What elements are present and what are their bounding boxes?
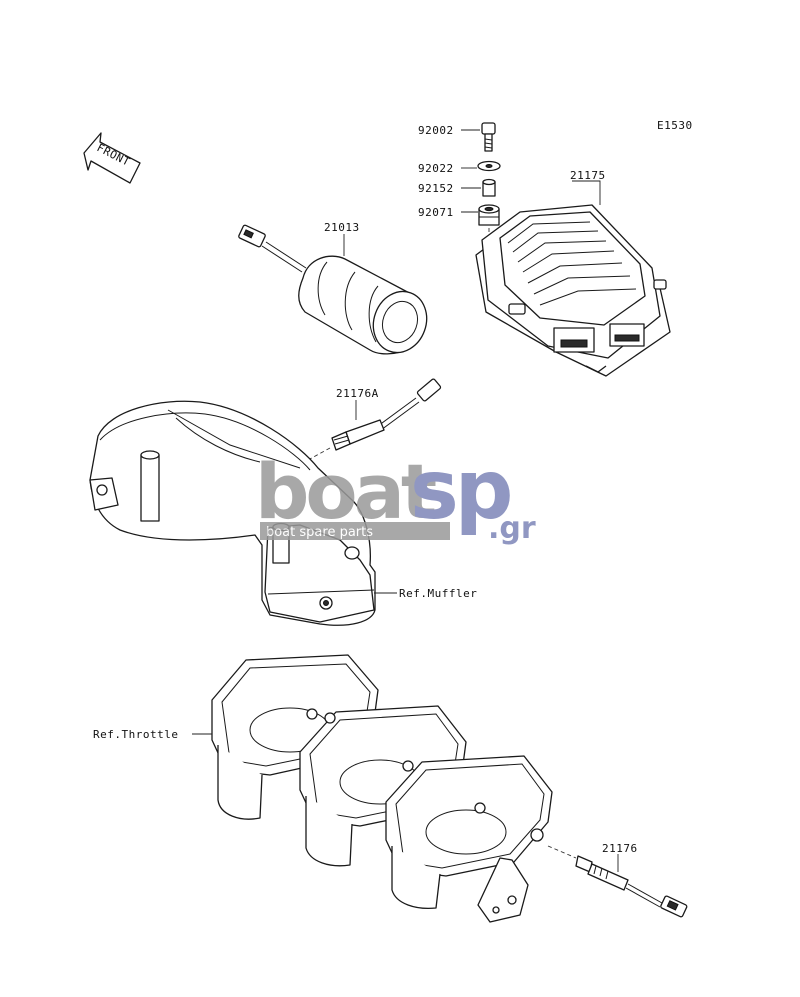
collar-92152[interactable] (482, 178, 496, 197)
part-number-21176[interactable]: 21176 (602, 842, 638, 855)
ref-throttle-label[interactable]: Ref.Throttle (93, 728, 178, 741)
muffler-reference (89, 400, 376, 626)
part-number-92002[interactable]: 92002 (418, 124, 454, 137)
washer-92022[interactable] (477, 160, 501, 172)
bolt-92002[interactable] (481, 122, 496, 152)
watermark-tld: .gr (488, 511, 536, 546)
watermark-brand-left: boat (255, 447, 436, 536)
grommet-92071[interactable] (478, 204, 500, 226)
part-number-92071[interactable]: 92071 (418, 206, 454, 219)
part-number-21013[interactable]: 21013 (324, 221, 360, 234)
ecu-connector-left (553, 327, 595, 353)
watermark-tagline: boat spare parts (266, 525, 373, 540)
ref-muffler-label[interactable]: Ref.Muffler (399, 587, 477, 600)
ecu-connector-right (609, 323, 645, 347)
sensor-21176A[interactable] (331, 378, 442, 451)
ecu-module-21175[interactable] (475, 204, 671, 377)
part-21013[interactable] (238, 224, 435, 360)
part-number-92152[interactable]: 92152 (418, 182, 454, 195)
part-number-21175[interactable]: 21175 (570, 169, 606, 182)
boatsp-watermark-logo: boat sp .gr boat spare parts (255, 443, 536, 546)
sensor-21176[interactable] (547, 845, 688, 918)
diagram-code: E1530 (657, 119, 693, 132)
watermark-tagline-bar (260, 522, 450, 540)
throttle-body-reference (211, 654, 553, 923)
front-arrow-icon: FRONT (83, 132, 141, 184)
part-number-92022[interactable]: 92022 (418, 162, 454, 175)
part-number-21176A[interactable]: 21176A (336, 387, 379, 400)
